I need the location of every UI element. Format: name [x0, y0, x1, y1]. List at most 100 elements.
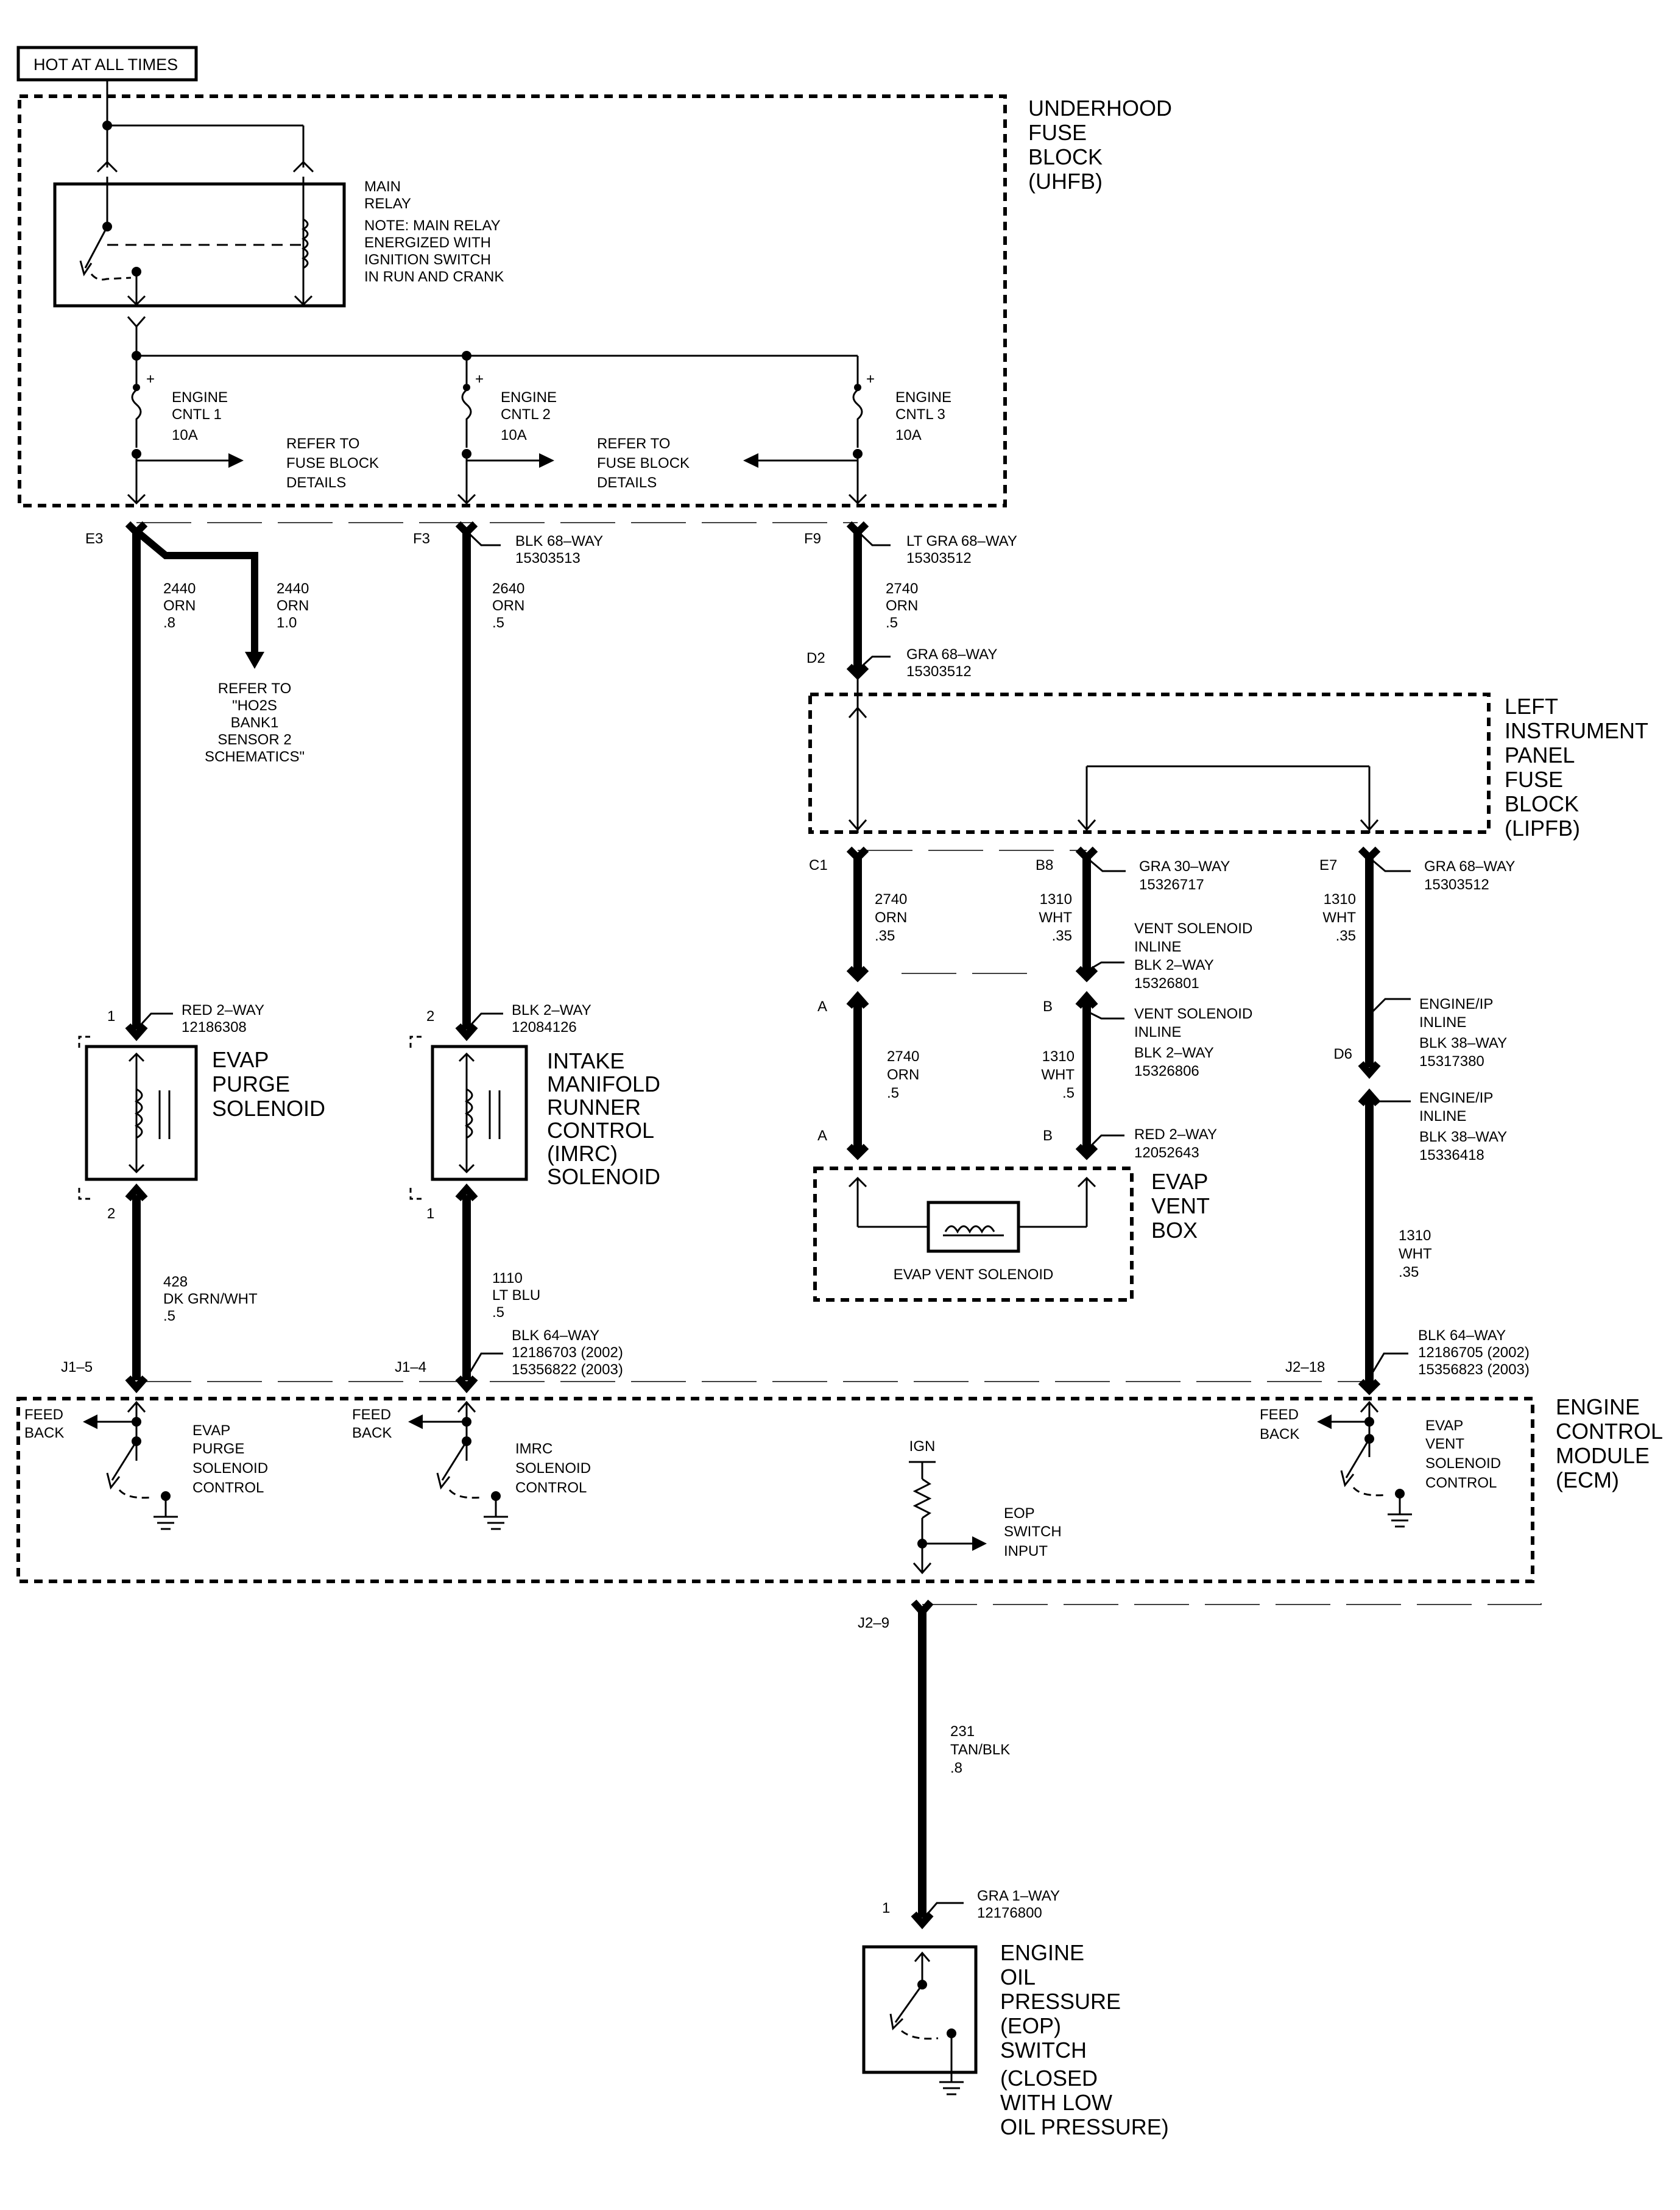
svg-text:VENT SOLENOID: VENT SOLENOID [1134, 1006, 1252, 1022]
svg-text:MODULE: MODULE [1556, 1443, 1650, 1468]
svg-text:1310: 1310 [1324, 891, 1356, 908]
svg-text:D6: D6 [1333, 1046, 1352, 1062]
svg-text:A: A [817, 998, 827, 1015]
svg-text:ENERGIZED WITH: ENERGIZED WITH [364, 235, 491, 251]
svg-text:.5: .5 [163, 1308, 175, 1324]
ecm-eop-input: IGN EOP SWITCH INPUT [909, 1438, 1062, 1575]
svg-text:SENSOR 2: SENSOR 2 [217, 732, 291, 748]
svg-text:BLOCK: BLOCK [1505, 791, 1579, 816]
svg-text:A: A [817, 1128, 827, 1144]
arrow-right-icon [539, 453, 554, 468]
svg-text:TAN/BLK: TAN/BLK [950, 1742, 1010, 1758]
imrc-solenoid-title: INTAKE MANIFOLD RUNNER CONTROL (IMRC) SO… [547, 1048, 660, 1189]
evap-purge-solenoid-title: EVAP PURGE SOLENOID [212, 1047, 325, 1121]
svg-text:428: 428 [163, 1274, 188, 1290]
ecm-imrc-driver: FEED BACK IMRC SOLENOID CONTROL [352, 1400, 591, 1530]
eop-switch [862, 1945, 978, 2095]
svg-text:.35: .35 [1052, 928, 1072, 944]
evap-purge-solenoid: 1 RED 2–WAY 12186308 2 [78, 1002, 264, 1222]
svg-text:FEED: FEED [1260, 1407, 1299, 1423]
svg-text:.5: .5 [492, 615, 504, 631]
arrow-right-icon [228, 453, 244, 468]
svg-text:B8: B8 [1036, 857, 1053, 874]
ecm-connectors: J1–5 J1–4 J2–18 BLK 64–WAY 12186703 (200… [61, 1327, 1530, 1379]
svg-text:BLK 2–WAY: BLK 2–WAY [1134, 1045, 1214, 1061]
svg-text:INLINE: INLINE [1134, 1024, 1181, 1040]
arrow-left-icon [743, 453, 758, 468]
vent-solenoid-inline-2: VENT SOLENOID INLINE BLK 2–WAY 15326806 [1086, 1006, 1252, 1079]
svg-text:IGNITION SWITCH: IGNITION SWITCH [364, 252, 491, 268]
svg-text:F9: F9 [804, 531, 821, 547]
wire-1310-ecm-upper: 1310 WHT .35 [1322, 846, 1381, 1079]
svg-text:EVAP: EVAP [192, 1422, 230, 1439]
svg-text:J1–5: J1–5 [61, 1359, 93, 1375]
svg-text:1: 1 [107, 1008, 115, 1025]
svg-text:INLINE: INLINE [1419, 1014, 1466, 1031]
evap-vent-box-title: EVAP VENT BOX [1151, 1169, 1210, 1243]
fuse-icon [461, 389, 472, 448]
eop-connector: 1 GRA 1–WAY 12176800 [882, 1888, 1060, 1921]
svg-text:15336418: 15336418 [1419, 1147, 1484, 1163]
svg-text:(EOP): (EOP) [1000, 2013, 1061, 2038]
svg-text:MANIFOLD: MANIFOLD [547, 1071, 660, 1096]
svg-text:PANEL: PANEL [1505, 743, 1575, 768]
svg-text:.8: .8 [950, 1760, 962, 1776]
svg-text:.8: .8 [163, 615, 175, 631]
svg-text:12052643: 12052643 [1134, 1145, 1199, 1161]
wire-428: 428 DK GRN/WHT .5 [125, 1195, 258, 1394]
svg-text:"HO2S: "HO2S [232, 697, 277, 714]
svg-text:PURGE: PURGE [192, 1441, 244, 1457]
svg-text:EVAP: EVAP [1151, 1169, 1208, 1194]
svg-text:BANK1: BANK1 [231, 715, 279, 731]
svg-text:CONTROL: CONTROL [1556, 1419, 1663, 1444]
svg-text:CNTL 1: CNTL 1 [172, 406, 222, 423]
lipfb-block: LEFT INSTRUMENT PANEL FUSE BLOCK (LIPFB) [808, 676, 1648, 841]
svg-text:IN RUN AND CRANK: IN RUN AND CRANK [364, 269, 504, 285]
svg-text:SOLENOID: SOLENOID [192, 1460, 268, 1477]
svg-text:15326801: 15326801 [1134, 975, 1199, 992]
svg-text:OIL PRESSURE): OIL PRESSURE) [1000, 2114, 1169, 2139]
svg-text:10A: 10A [172, 427, 198, 443]
svg-text:15326806: 15326806 [1134, 1063, 1199, 1079]
svg-text:12176800: 12176800 [977, 1905, 1042, 1921]
svg-text:CNTL 2: CNTL 2 [501, 406, 551, 423]
svg-text:2740: 2740 [886, 581, 918, 597]
svg-text:REFER TO: REFER TO [286, 436, 359, 452]
svg-text:DETAILS: DETAILS [286, 475, 346, 491]
svg-text:ENGINE: ENGINE [1556, 1394, 1640, 1419]
svg-text:VENT: VENT [1425, 1436, 1464, 1452]
svg-text:F3: F3 [413, 531, 430, 547]
wire-2740-lipfb: 2740 ORN .35 [846, 846, 907, 983]
svg-text:J1–4: J1–4 [395, 1359, 426, 1375]
svg-text:GRA 30–WAY: GRA 30–WAY [1139, 858, 1230, 875]
svg-text:J2–18: J2–18 [1285, 1359, 1325, 1375]
solenoid-coil-icon [464, 1088, 473, 1139]
svg-text:ENGINE: ENGINE [895, 389, 951, 406]
main-relay [53, 177, 346, 308]
vent-connector-a-b-lower: A B RED 2–WAY 12052643 [817, 1126, 1217, 1161]
svg-text:CNTL 3: CNTL 3 [895, 406, 945, 423]
svg-text:ENGINE/IP: ENGINE/IP [1419, 996, 1493, 1012]
svg-text:2440: 2440 [277, 581, 309, 597]
svg-text:LT GRA 68–WAY: LT GRA 68–WAY [906, 533, 1017, 549]
svg-text:ORN: ORN [492, 598, 524, 614]
wire-1310-vent: 1310 WHT .35 [1039, 846, 1098, 983]
svg-text:GRA 68–WAY: GRA 68–WAY [1424, 858, 1515, 875]
svg-text:BACK: BACK [24, 1425, 64, 1441]
hot-label: HOT AT ALL TIMES [34, 55, 178, 74]
svg-text:2440: 2440 [163, 581, 196, 597]
svg-text:SOLENOID: SOLENOID [1425, 1455, 1501, 1472]
refer-fuse-block-2: REFER TO FUSE BLOCK DETAILS [597, 436, 690, 491]
ecm-purge-driver: FEED BACK EVAP PURGE SOLENOID CONTROL [24, 1400, 268, 1530]
wire-2740-upper: 2740 ORN .5 D2 GRA 68–WAY 15303512 [806, 521, 997, 680]
resistor-icon [912, 1478, 932, 1519]
svg-text:1310: 1310 [1399, 1227, 1431, 1244]
wire-1310-ecm-lower: 1310 WHT .35 [1358, 1099, 1432, 1396]
svg-text:RED 2–WAY: RED 2–WAY [182, 1002, 264, 1019]
svg-text:15303512: 15303512 [1424, 877, 1489, 893]
svg-text:E3: E3 [85, 531, 103, 547]
svg-text:12186308: 12186308 [182, 1019, 247, 1036]
svg-text:BACK: BACK [1260, 1426, 1299, 1442]
